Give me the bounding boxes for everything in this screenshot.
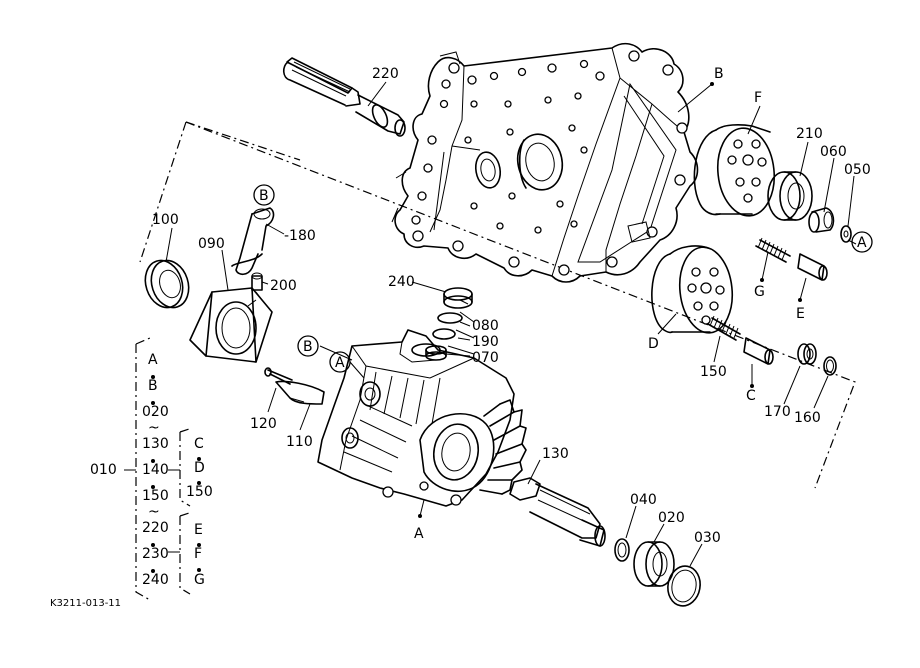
label-120: 120 (250, 416, 277, 432)
oil-seal-100 (144, 259, 190, 309)
legend-col2-item: G (194, 572, 205, 588)
o-ring-190 (432, 328, 456, 340)
o-ring-080 (437, 312, 463, 324)
label-080: 080 (472, 318, 499, 334)
spring-150 (707, 315, 741, 341)
callout-circles (253, 184, 873, 373)
legend-col1-item: A (148, 352, 158, 368)
spring-G (755, 237, 791, 263)
label-020: 020 (658, 510, 685, 526)
legend-col1-item: 130 (142, 436, 169, 452)
shaft-130 (509, 477, 606, 547)
pin-E (797, 253, 828, 281)
swash-plate-090 (189, 287, 273, 363)
label-040: 040 (630, 492, 657, 508)
label-B-circled-mid: B (303, 339, 313, 355)
snap-ring-040 (614, 538, 630, 562)
label-090: 090 (198, 236, 225, 252)
legend-col1-item: 240 (142, 572, 169, 588)
label-060: 060 (820, 144, 847, 160)
upper-housing-B (391, 42, 699, 283)
legend-col2-top: C D 150 (186, 436, 213, 500)
label-A-bottom: A (414, 526, 424, 542)
legend-col1-item: 150 (142, 488, 169, 504)
legend-col2-item: F (194, 546, 202, 562)
legend-col1-item: ~ (148, 420, 160, 436)
trunnion-arm-180 (231, 207, 275, 276)
legend-col1-item: 220 (142, 520, 169, 536)
label-030: 030 (694, 530, 721, 546)
leader-lines (165, 81, 857, 567)
label-130: 130 (542, 446, 569, 462)
bushing-060 (808, 207, 835, 233)
label-A-circled-right: A (857, 235, 867, 251)
label-240: 240 (388, 274, 415, 290)
collar-170 (797, 343, 817, 365)
legend-col2-item: C (194, 436, 204, 452)
lever-110 (275, 380, 325, 405)
stack-240 (443, 287, 473, 309)
legend-col1-item: B (148, 378, 158, 394)
label-A-circled-mid: A (335, 355, 345, 371)
legend-col2-item: 150 (186, 484, 213, 500)
assembly-boundary (139, 121, 856, 489)
legend-col2-item: E (194, 522, 203, 538)
label-160: 160 (794, 410, 821, 426)
snap-ring-030 (667, 565, 701, 607)
label-170: 170 (764, 404, 791, 420)
label-190: 190 (472, 334, 499, 350)
label-B-circled-arm: B (259, 188, 269, 204)
label-070: 070 (472, 350, 499, 366)
legend-group-010: 010 (90, 462, 117, 478)
label-100: 100 (152, 212, 179, 228)
label-110: 110 (286, 434, 313, 450)
legend-col1-item: 020 (142, 404, 169, 420)
cylinder-block-F (693, 124, 776, 217)
bearing-210 (767, 171, 813, 221)
lower-housing-A (317, 329, 527, 507)
washer-050 (840, 225, 852, 243)
bearing-020 (633, 541, 675, 587)
legend-col1-item: 140 (142, 462, 169, 478)
snap-ring-160 (823, 356, 837, 376)
figure-code: K3211-013-11 (50, 598, 121, 609)
label-180: -180 (284, 228, 316, 244)
legend-col2-bottom: E F G (194, 522, 205, 588)
label-G: G (754, 284, 765, 300)
shaft-220 (282, 57, 406, 137)
label-D: D (648, 336, 659, 352)
label-F: F (754, 90, 762, 106)
label-200: 200 (270, 278, 297, 294)
assembly-legend: 010 A B 020 ~ 130 140 150 ~ 220 230 240 (90, 337, 213, 601)
callout-labels: 220 B F 210 060 050 A G E D 150 C 170 16… (152, 66, 871, 546)
legend-col1-item: 230 (142, 546, 169, 562)
label-050: 050 (844, 162, 871, 178)
label-220-top: 220 (372, 66, 399, 82)
label-B-top: B (714, 66, 724, 82)
legend-col2-item: D (194, 460, 205, 476)
pin-C (743, 337, 774, 365)
cylinder-block-D (651, 245, 734, 334)
label-E: E (796, 306, 805, 322)
label-210: 210 (796, 126, 823, 142)
leader-dots (418, 82, 802, 518)
pin-200 (251, 272, 263, 291)
legend-col1: A B 020 ~ 130 140 150 ~ 220 230 240 (142, 352, 169, 588)
label-150: 150 (700, 364, 727, 380)
label-C: C (746, 388, 756, 404)
legend-col1-item: ~ (148, 504, 160, 520)
